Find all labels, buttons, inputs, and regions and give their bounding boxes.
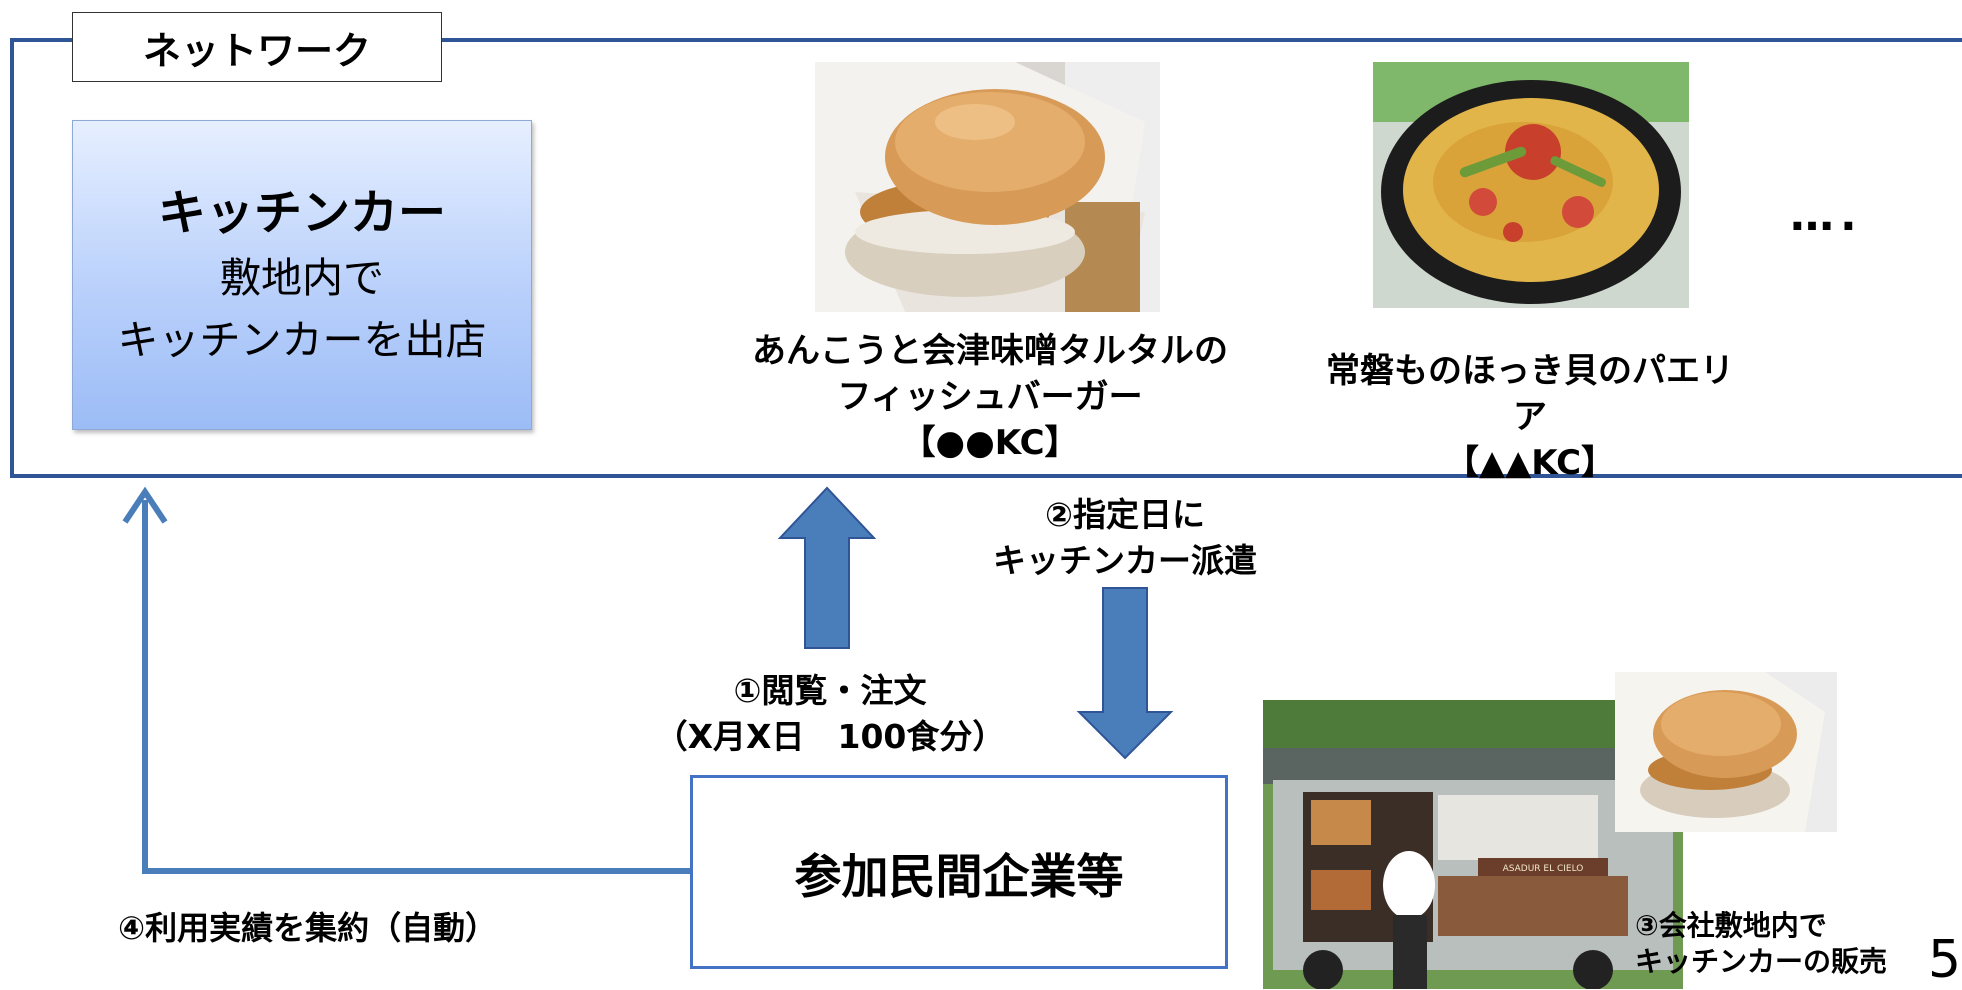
- paella-caption: 常磐ものほっき貝のパエリア 【▲▲KC】: [1320, 348, 1740, 486]
- sales-line2: キッチンカーの販売: [1635, 945, 1888, 978]
- fish-burger-line1: あんこうと会津味噌タルタルの: [752, 331, 1228, 371]
- sales-label: ③会社敷地内で キッチンカーの販売: [1635, 908, 1887, 980]
- truck-sign-text: ASADUR EL CIELO: [1503, 864, 1584, 874]
- network-label: ネットワーク: [72, 12, 442, 82]
- kitchen-car-line2: キッチンカーを出店: [117, 316, 487, 364]
- fish-burger-vendor: 【●●KC】: [901, 423, 1079, 463]
- kitchen-car-line1: 敷地内で: [220, 254, 384, 302]
- kitchen-car-photo: ASADUR EL CIELO: [1263, 700, 1683, 989]
- burger-inset-photo: [1615, 672, 1837, 832]
- dispatch-line2: キッチンカー派遣: [993, 541, 1257, 580]
- kitchen-car-box: キッチンカー 敷地内で キッチンカーを出店: [72, 120, 532, 430]
- company-label: 参加民間企業等: [794, 849, 1124, 905]
- fish-burger-photo: [815, 62, 1160, 312]
- kitchen-car-title: キッチンカー: [157, 185, 446, 241]
- company-box: 参加民間企業等: [690, 775, 1228, 969]
- order-arrow: [777, 486, 877, 649]
- dispatch-label: ②指定日に キッチンカー派遣: [960, 492, 1290, 584]
- dispatch-arrow: [1076, 587, 1174, 760]
- order-label: ①閲覧・注文 （X月X日 100食分）: [610, 668, 1050, 760]
- aggregate-arrowhead: [122, 486, 168, 524]
- aggregate-label: ④利用実績を集約（自動）: [118, 909, 498, 947]
- paella-photo: [1373, 62, 1689, 308]
- order-line2: （X月X日 100食分）: [654, 717, 1006, 756]
- more-items-ellipsis: ….: [1790, 190, 1863, 241]
- paella-vendor: 【▲▲KC】: [1444, 443, 1616, 483]
- network-frame: [10, 38, 1962, 478]
- sales-line1: ③会社敷地内で: [1635, 909, 1827, 942]
- dispatch-line1: ②指定日に: [1045, 495, 1205, 534]
- order-line1: ①閲覧・注文: [733, 671, 927, 710]
- fish-burger-line2: フィッシュバーガー: [837, 377, 1143, 417]
- aggregate-arrow: [142, 500, 690, 874]
- fish-burger-caption: あんこうと会津味噌タルタルの フィッシュバーガー 【●●KC】: [720, 328, 1260, 466]
- paella-line1: 常磐ものほっき貝のパエリア: [1326, 351, 1734, 437]
- page-number: 5: [1928, 930, 1962, 990]
